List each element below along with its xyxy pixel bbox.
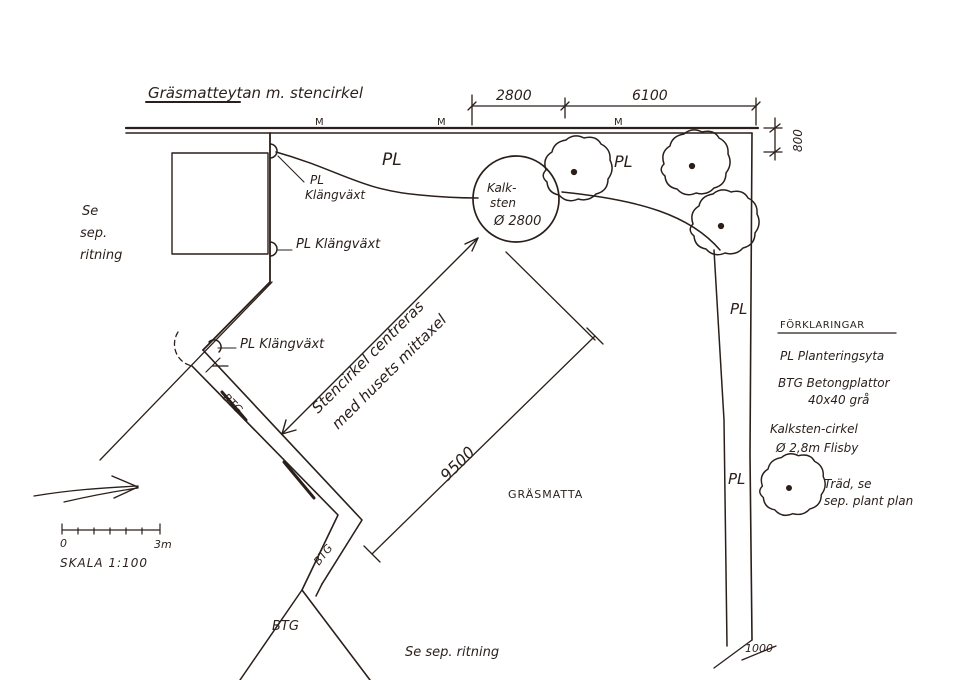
scale-zero: 0 <box>60 537 67 550</box>
patio-edge-inner <box>202 349 363 585</box>
legend-tree-icon <box>759 453 826 517</box>
limestone-circle <box>472 155 560 243</box>
house-block <box>171 152 269 255</box>
btg-label-3: BTG <box>272 619 299 634</box>
dashed-arc <box>173 331 193 367</box>
climbing-plant-marker-3 <box>208 339 222 353</box>
scale-three: 3m <box>154 538 172 551</box>
pl-label-top-right: PL <box>614 152 633 171</box>
diag-dimension-line <box>371 335 596 555</box>
klang-leader-1 <box>277 155 305 183</box>
centre-axis-arrowhead-bottom <box>281 419 297 435</box>
pl-label-right-lower: PL <box>728 470 745 488</box>
dimension-9500: 9500 <box>436 443 478 485</box>
right-wall-line <box>749 132 753 641</box>
wall-mark-3: M <box>614 117 623 128</box>
planting-bed-curve-left <box>275 151 479 199</box>
centre-axis-arrowhead-top <box>464 237 479 252</box>
diag-dimension-extension <box>505 251 596 341</box>
klang-label-1-text: Klängväxt <box>305 188 366 202</box>
see-drawing-note-line1: Se <box>82 204 98 219</box>
klang-label-2: PL Klängväxt <box>296 237 381 252</box>
bottom-right-dimension <box>713 639 777 669</box>
legend-btg-row-line2: 40x40 grå <box>808 393 869 407</box>
climbing-plant-marker-2 <box>269 241 278 257</box>
circle-label-1: Kalk- <box>487 181 516 195</box>
house-corner-extension <box>99 281 273 461</box>
patio-edge-outer <box>191 365 371 680</box>
patio-corner-detail <box>205 357 229 373</box>
legend-heading: FÖRKLARINGAR <box>780 318 865 331</box>
scale-label: SKALA 1:100 <box>60 556 148 570</box>
top-dimension-slashes <box>467 101 761 111</box>
see-drawing-note-line3: ritning <box>80 248 122 263</box>
legend-kalk-row-line2: Ø 2,8m Flisby <box>775 441 859 455</box>
top-dimension-ticks <box>471 94 757 126</box>
klang-label-3: PL Klängväxt <box>240 337 325 352</box>
right-strip-inner-edge <box>713 249 728 647</box>
circle-label-2: sten <box>490 196 516 210</box>
see-drawing-note-line2: sep. <box>80 226 107 241</box>
arrow-shaft-1 <box>33 485 139 497</box>
scale-bar <box>61 523 161 535</box>
dimension-6100: 6100 <box>632 88 668 104</box>
pl-label-right-upper: PL <box>730 300 747 318</box>
dimension-1000: 1000 <box>745 642 773 655</box>
tree-icon-3 <box>689 189 760 256</box>
centre-axis-arrow-line <box>281 237 479 435</box>
diag-dimension-ticks <box>363 327 604 563</box>
legend-tree-row-line1: Träd, se <box>824 477 872 491</box>
bottom-see-drawing-note: Se sep. ritning <box>405 645 499 660</box>
legend-pl-row: PL Planteringsyta <box>780 349 884 363</box>
wall-mark-1: M <box>315 117 324 128</box>
legend-kalk-row-line1: Kalksten-cirkel <box>770 422 859 436</box>
legend-tree-row-line2: sep. plant plan <box>824 494 913 508</box>
planting-bed-curve-right <box>561 191 721 251</box>
patio-step-2 <box>282 460 316 500</box>
legend-btg-row-line1: BTG Betongplattor <box>778 376 891 390</box>
arrow-shaft-2 <box>63 487 139 503</box>
direction-arrow-icon <box>111 475 139 499</box>
dimension-800: 800 <box>791 129 805 152</box>
dimension-2800: 2800 <box>496 88 532 104</box>
climbing-plant-marker-1 <box>269 143 278 159</box>
patio-step-1 <box>220 390 248 422</box>
tree-icon-1 <box>542 135 613 202</box>
pl-label-top-left: PL <box>382 150 402 170</box>
wall-mark-2: M <box>437 117 446 128</box>
house-wall-outline <box>202 132 271 351</box>
drawing-title: Gräsmatteytan m. stencirkel <box>148 84 364 102</box>
circle-label-3: Ø 2800 <box>493 214 541 229</box>
patio-lower-edge <box>239 589 303 680</box>
patio-lower-joint <box>315 583 323 597</box>
right-dimension-800 <box>763 117 783 161</box>
tree-icon-2 <box>660 129 731 196</box>
klang-label-1-pl: PL <box>310 173 324 187</box>
lawn-label: GRÄSMATTA <box>508 488 583 501</box>
